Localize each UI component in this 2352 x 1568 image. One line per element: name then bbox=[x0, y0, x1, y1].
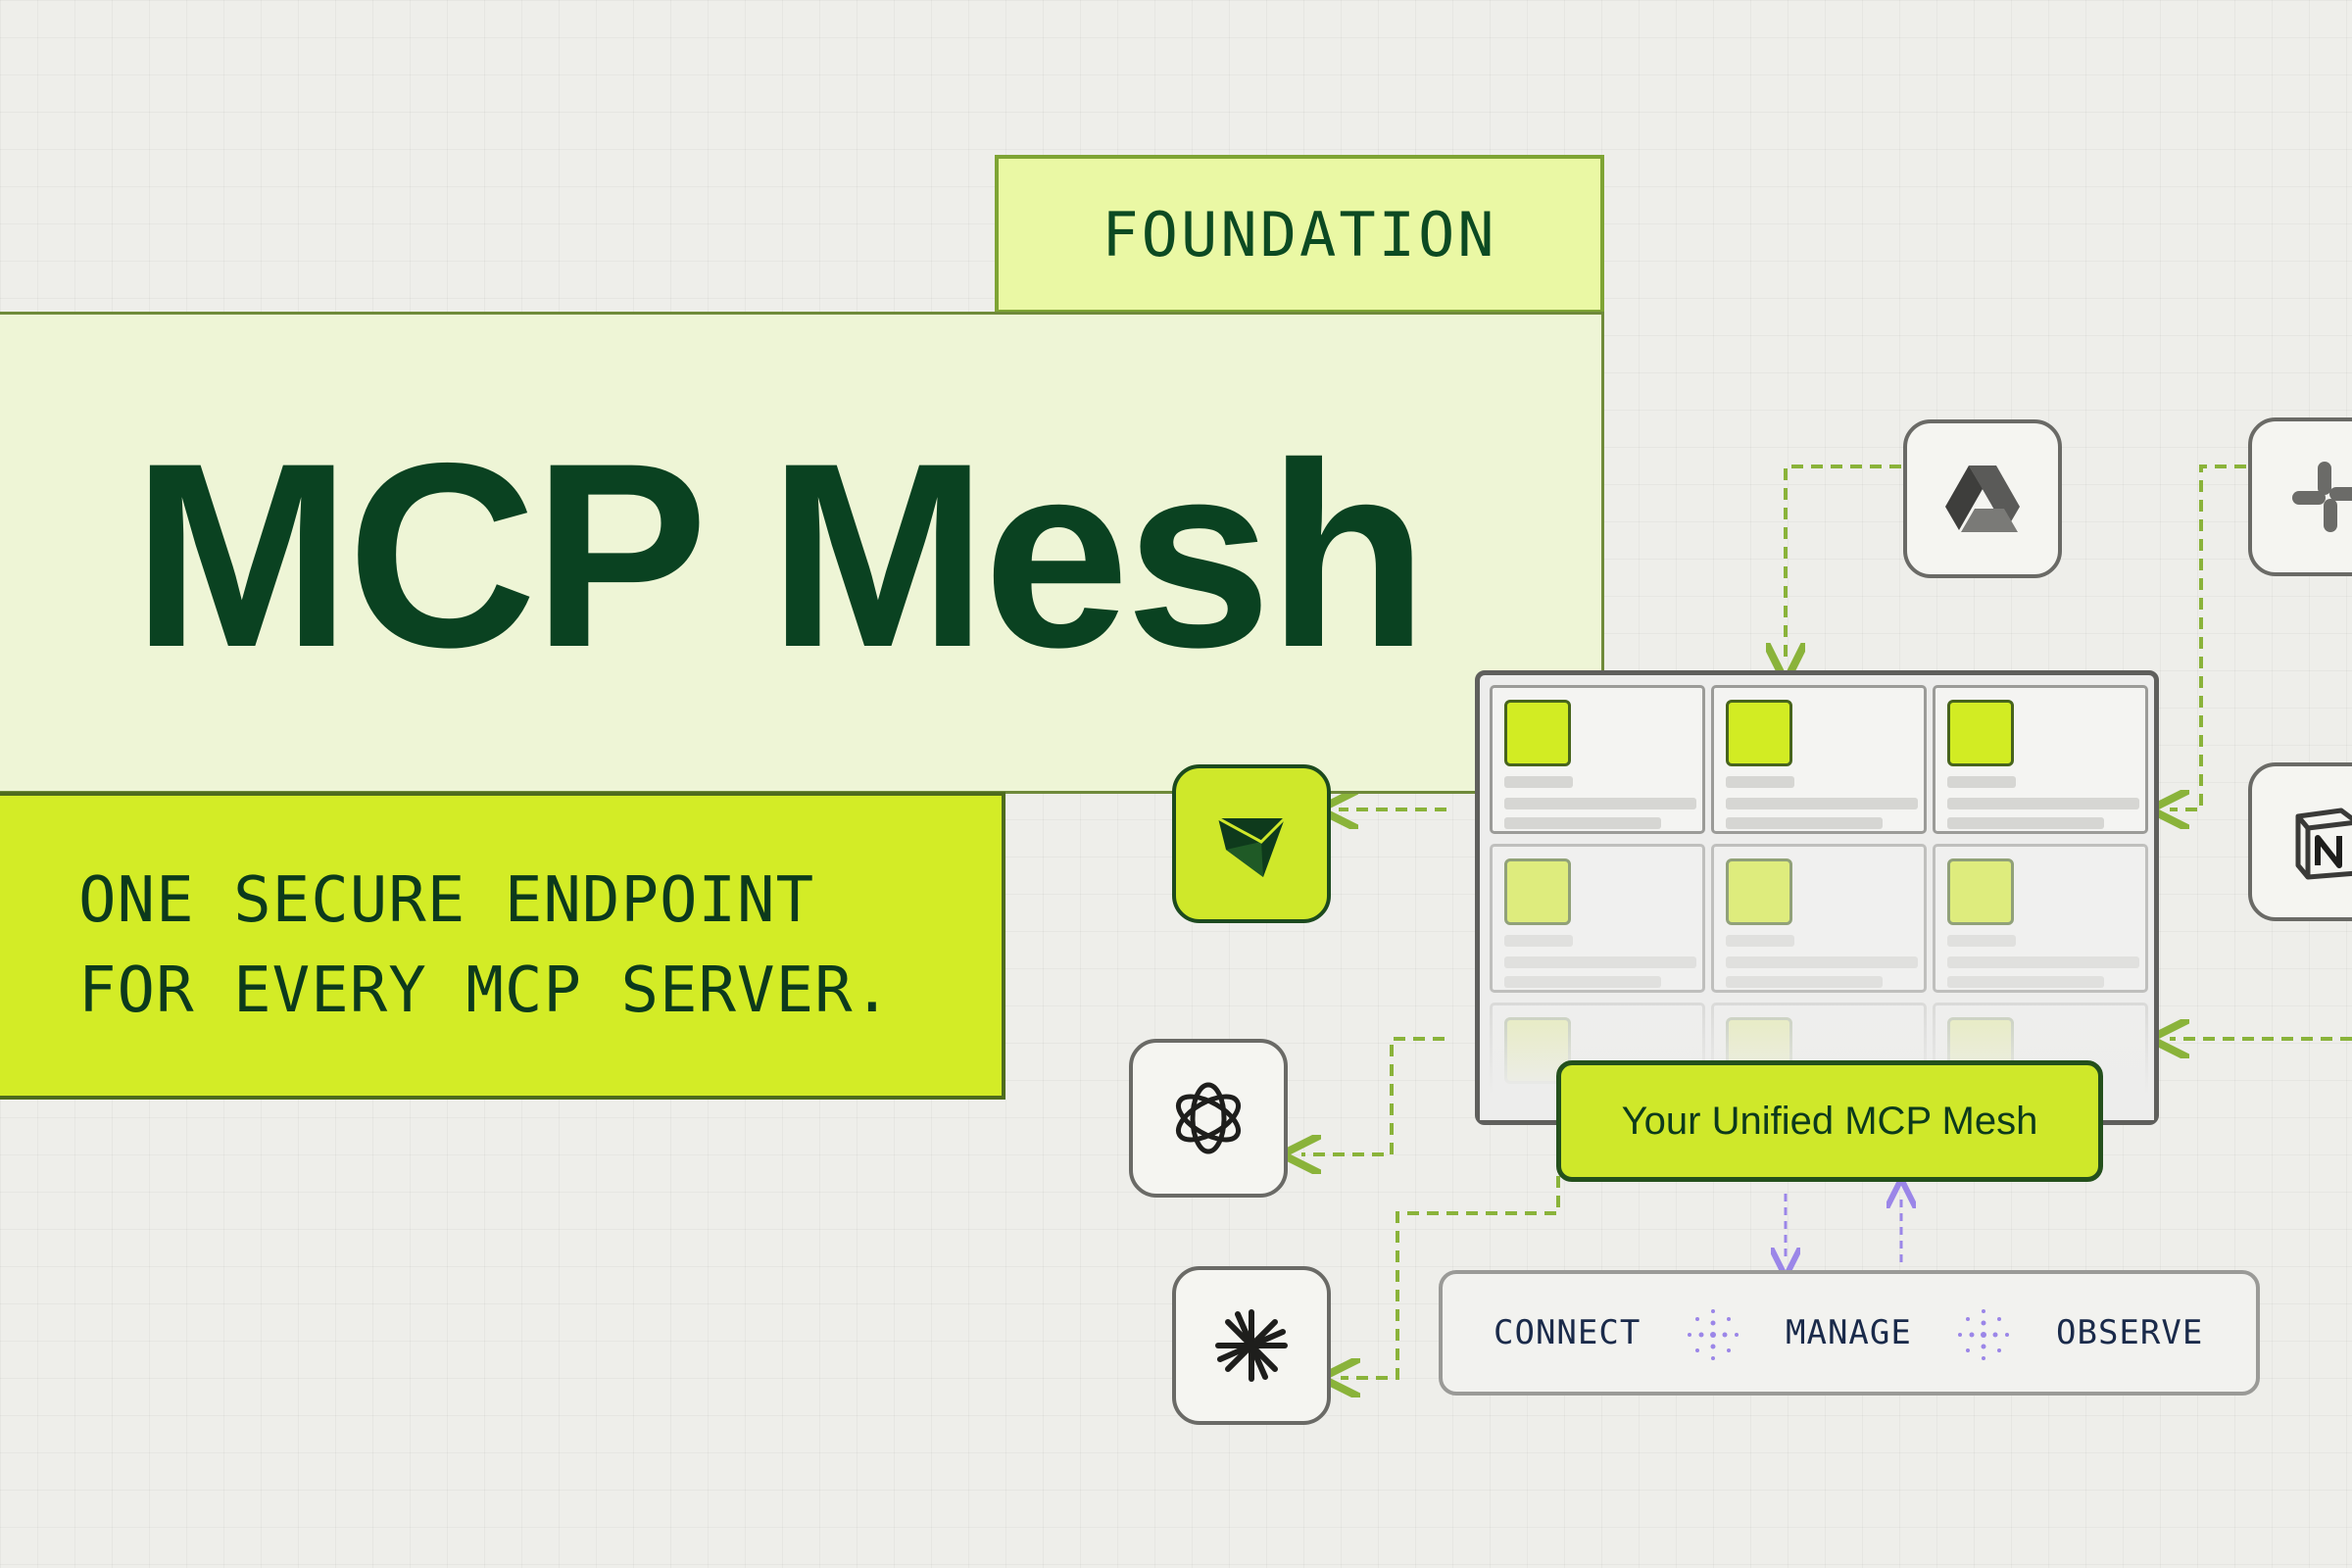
notion-app[interactable] bbox=[2248, 762, 2352, 921]
foundation-label: FOUNDATION bbox=[1102, 198, 1497, 270]
page-title: MCP Mesh bbox=[132, 408, 1428, 702]
cube-icon bbox=[1217, 816, 1287, 877]
mesh-card[interactable] bbox=[1711, 844, 1927, 993]
mesh-card[interactable] bbox=[1490, 685, 1705, 834]
observe-label[interactable]: OBSERVE bbox=[2056, 1313, 2204, 1352]
mesh-card[interactable] bbox=[1933, 844, 2148, 993]
sparkle-separator-icon bbox=[1958, 1309, 2009, 1360]
google-drive-icon bbox=[1945, 466, 2020, 532]
claude-app[interactable] bbox=[1172, 1266, 1331, 1425]
mesh-label-text: Your Unified MCP Mesh bbox=[1621, 1099, 2038, 1143]
sparkle-icon bbox=[1215, 1309, 1288, 1382]
mesh-card[interactable] bbox=[1490, 844, 1705, 993]
google-drive-app[interactable] bbox=[1903, 419, 2062, 578]
mesh-card[interactable] bbox=[1711, 685, 1927, 834]
subtitle-panel bbox=[0, 792, 1005, 1100]
sparkle-separator-icon bbox=[1688, 1309, 1739, 1360]
slack-icon bbox=[2292, 462, 2352, 532]
slack-app[interactable] bbox=[2248, 417, 2352, 576]
actions-pill bbox=[1439, 1270, 2260, 1396]
manage-label[interactable]: MANAGE bbox=[1786, 1313, 1912, 1352]
mesh-label-badge: Your Unified MCP Mesh bbox=[1556, 1060, 2103, 1182]
cube-app[interactable] bbox=[1172, 764, 1331, 923]
subtitle-line-1: ONE SECURE ENDPOINT bbox=[78, 864, 815, 937]
subtitle-line-2: FOR EVERY MCP SERVER. bbox=[78, 955, 893, 1027]
connect-label[interactable]: CONNECT bbox=[1494, 1313, 1642, 1352]
notion-icon bbox=[2295, 808, 2352, 880]
title-panel bbox=[0, 312, 1604, 794]
openai-app[interactable] bbox=[1129, 1039, 1288, 1198]
mesh-grid-panel bbox=[1475, 670, 2159, 1125]
openai-icon bbox=[1175, 1082, 1242, 1154]
mesh-card[interactable] bbox=[1933, 685, 2148, 834]
foundation-badge: FOUNDATION bbox=[995, 155, 1604, 314]
